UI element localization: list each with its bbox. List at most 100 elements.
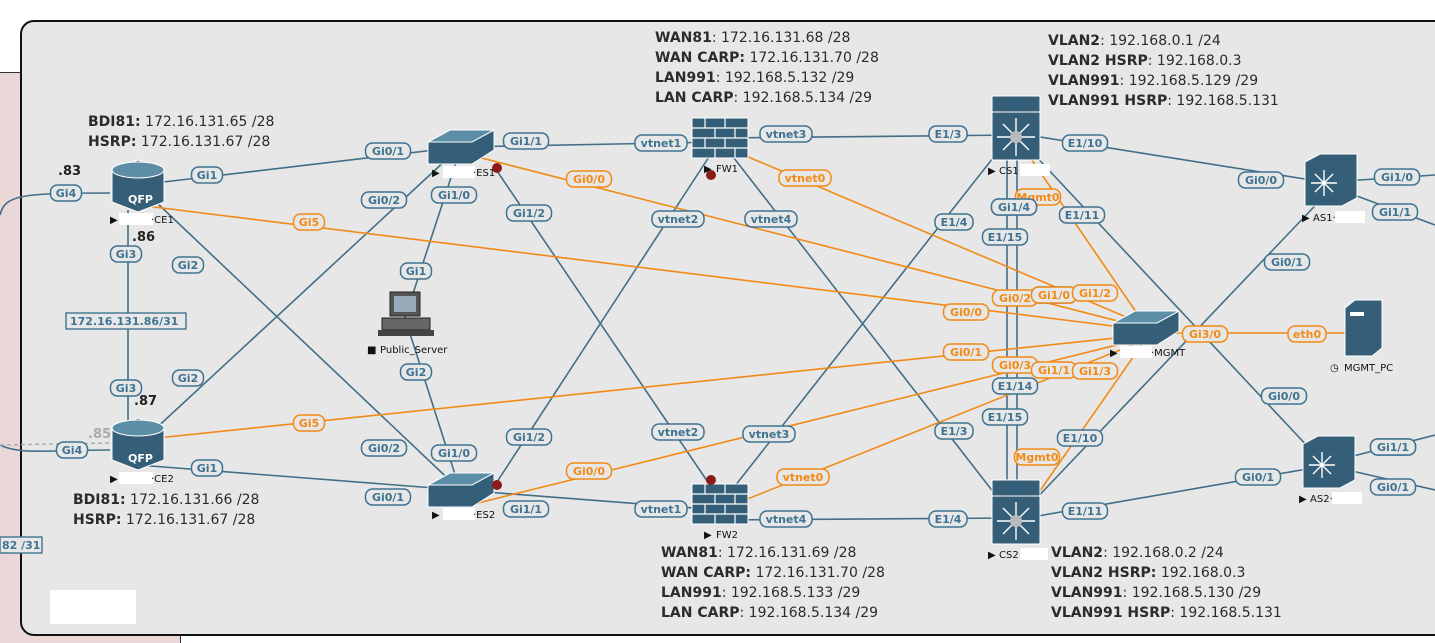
port-badge-p61[interactable]: vtnet0	[776, 468, 830, 486]
port-badge-p23[interactable]: E1/15	[981, 228, 1029, 246]
port-badge-p57[interactable]: Gi1/1	[502, 500, 550, 518]
port-badge-p9[interactable]: Gi0/0	[1237, 171, 1285, 189]
port-badge-p36[interactable]: Gi0/3	[991, 356, 1039, 374]
mgmt-pc-server[interactable]	[1344, 299, 1383, 357]
port-badge-p38[interactable]: Gi1/3	[1071, 362, 1119, 380]
port-badge-p59[interactable]: Gi1/0	[430, 444, 478, 462]
port-badge-p66[interactable]: E1/4	[928, 510, 968, 528]
port-badge-p44[interactable]: Gi0/0	[1260, 387, 1308, 405]
port-badge-p2[interactable]: Gi1	[190, 166, 224, 184]
port-badge-p4[interactable]: Gi1/1	[502, 132, 550, 150]
port-badge-p52[interactable]: E1/15	[981, 408, 1029, 426]
ip-suffix-86: .86	[132, 230, 155, 245]
port-badge-p16[interactable]: vtnet0	[778, 169, 832, 187]
port-badge-label: E1/3	[935, 128, 962, 141]
port-badge-p64[interactable]: vtnet1	[634, 500, 688, 518]
link-es2-fw1[interactable]	[494, 139, 721, 486]
link-cs2-as1[interactable]	[1029, 189, 1331, 506]
access-switch-as2[interactable]	[1302, 435, 1356, 489]
port-badge-frame	[1263, 253, 1311, 271]
link-ce1-es2[interactable]	[137, 184, 461, 491]
link-ce1-es1[interactable]	[137, 146, 461, 186]
port-badge-p50[interactable]: vtnet2	[651, 423, 705, 441]
port-badge-p49[interactable]: Gi1/2	[505, 428, 553, 446]
router-ce2[interactable]: QFP	[111, 417, 165, 471]
port-badge-p39[interactable]: Gi2	[171, 369, 205, 387]
firewall-fw2[interactable]	[691, 475, 749, 525]
port-badge-p67[interactable]: E1/11	[1061, 502, 1109, 520]
port-badge-p55[interactable]: E1/10	[1056, 429, 1104, 447]
port-badge-p7[interactable]: E1/3	[928, 125, 968, 143]
port-badge-p18[interactable]: vtnet4	[744, 210, 798, 228]
port-badge-p5[interactable]: vtnet1	[634, 134, 688, 152]
router-ce1[interactable]: QFP	[111, 159, 165, 213]
port-badge-p28[interactable]: Gi0/2	[991, 289, 1039, 307]
port-badge-p27[interactable]: Gi1	[399, 262, 433, 280]
link-fw1-cs2[interactable]	[719, 139, 1016, 521]
port-badge-p15[interactable]: Gi0/0	[565, 170, 613, 188]
port-badge-p46[interactable]: Gi4	[55, 441, 89, 459]
port-badge-p45[interactable]: Gi5	[292, 414, 326, 432]
port-badge-p65[interactable]: vtnet4	[759, 510, 813, 528]
port-badge-p69[interactable]: Gi1/0	[1373, 168, 1421, 186]
port-badge-frame	[778, 169, 832, 187]
mgmt-cs1[interactable]	[1024, 149, 1146, 326]
port-badge-p37[interactable]: Gi1/1	[1030, 361, 1078, 379]
port-badge-p56[interactable]: Gi0/1	[364, 488, 412, 506]
port-badge-p3[interactable]: Gi0/1	[364, 142, 412, 160]
port-badge-p47[interactable]: Gi1	[190, 459, 224, 477]
core-switch-cs1[interactable]	[991, 95, 1041, 161]
port-badge-p8[interactable]: E1/10	[1061, 134, 1109, 152]
mgmt-cs2[interactable]	[1029, 339, 1146, 506]
port-badge-p58[interactable]: Gi0/1	[1234, 468, 1282, 486]
port-badge-p26[interactable]: Gi2	[171, 256, 205, 274]
port-badge-p42[interactable]: Gi1/4	[990, 198, 1038, 216]
switch-es2[interactable]	[427, 472, 495, 508]
port-badge-p30[interactable]: Gi1/2	[1071, 284, 1119, 302]
port-badge-p22[interactable]: E1/11	[1058, 206, 1106, 224]
link-ce1-gi4[interactable]	[0, 192, 111, 216]
port-badge-p68[interactable]: Gi0/1	[1369, 478, 1417, 496]
port-badge-p63[interactable]: Gi1/1	[1369, 438, 1417, 456]
link-cs1-as2[interactable]	[1029, 149, 1326, 466]
port-badge-p10[interactable]: Gi1/0	[430, 186, 478, 204]
port-badge-label: Gi0/1	[1377, 481, 1409, 494]
port-badge-p32[interactable]: Gi0/0	[942, 303, 990, 321]
port-badge-label: Gi3/0	[1189, 328, 1221, 341]
firewall-fw1[interactable]	[691, 117, 749, 180]
port-badge-p41[interactable]: Gi2	[399, 363, 433, 381]
port-badge-label: E1/4	[941, 216, 968, 229]
access-switch-as1[interactable]	[1304, 153, 1358, 207]
link-ce2-es2[interactable]	[137, 464, 461, 491]
port-badge-p19[interactable]: E1/4	[934, 213, 974, 231]
port-badge-p29[interactable]: Gi1/0	[1030, 286, 1078, 304]
port-badge-p54[interactable]: Mgmt0	[1013, 448, 1061, 466]
switch-mgmt[interactable]	[1112, 310, 1180, 346]
core-switch-cs2[interactable]	[991, 479, 1041, 545]
port-badge-p51[interactable]: vtnet3	[742, 425, 796, 443]
switch-es1[interactable]	[427, 129, 495, 165]
link-es1-fw2[interactable]	[494, 167, 721, 501]
public-server-pc[interactable]	[378, 291, 434, 336]
link-ce2-gi4[interactable]	[0, 444, 111, 453]
port-badge-p35[interactable]: Gi0/1	[942, 343, 990, 361]
port-badge-p31[interactable]: Gi0/1	[1263, 253, 1311, 271]
port-badge-p53[interactable]: E1/3	[934, 422, 974, 440]
port-badge-p34[interactable]: eth0	[1287, 325, 1327, 343]
port-badge-p60[interactable]: Gi0/0	[565, 462, 613, 480]
port-badge-p12[interactable]: Gi0/2	[360, 191, 408, 209]
port-badge-label: Gi0/1	[372, 491, 404, 504]
port-badge-p24[interactable]: Gi5	[292, 213, 326, 231]
port-badge-p6[interactable]: vtnet3	[759, 125, 813, 143]
port-badge-p11[interactable]: Gi1/1	[1371, 203, 1419, 221]
port-badge-p1[interactable]: Gi4	[49, 184, 83, 202]
port-badge-p25[interactable]: Gi3	[109, 245, 143, 263]
port-badge-p17[interactable]: vtnet2	[651, 210, 705, 228]
port-badge-p40[interactable]: Gi3	[109, 379, 143, 397]
mgmt-ce1[interactable]	[137, 204, 1146, 331]
port-badge-p43[interactable]: E1/14	[991, 377, 1039, 395]
port-badge-p14[interactable]: Gi1/2	[505, 204, 553, 222]
port-badge-p33[interactable]: Gi3/0	[1181, 325, 1229, 343]
port-badge-p48[interactable]: Gi0/2	[360, 439, 408, 457]
